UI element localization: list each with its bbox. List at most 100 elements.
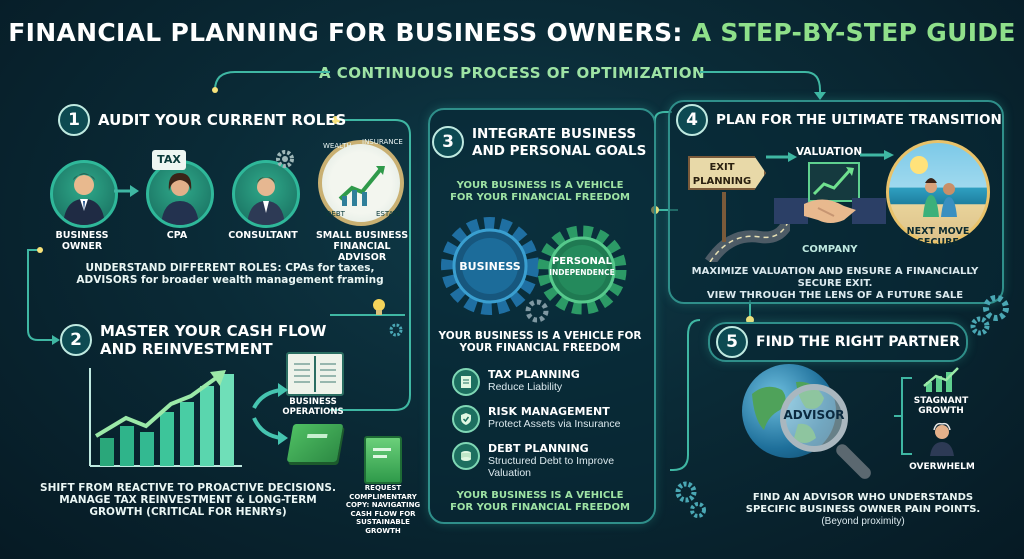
- debt-planning-desc: Structured Debt to Improve Valuation: [488, 455, 615, 479]
- tax-badge-label: TAX: [157, 153, 181, 166]
- advisor-label: ADVISOR: [783, 408, 845, 422]
- business-operations-label: BUSINESS OPERATIONS: [282, 397, 344, 417]
- step3-item-risk-management: RISK MANAGEMENT Protect Assets via Insur…: [452, 405, 620, 433]
- handshake-icon: [774, 198, 886, 224]
- personal-independence-gear-icon: [537, 225, 627, 315]
- debt-planning-title: DEBT PLANNING: [488, 442, 589, 455]
- step5-header: 5 FIND THE RIGHT PARTNER: [716, 326, 960, 358]
- step5-panel: [708, 322, 968, 362]
- compass-ring-wealth: WEALTH: [323, 142, 352, 150]
- page-title: FINANCIAL PLANNING FOR BUSINESS OWNERS: …: [0, 18, 1024, 47]
- title-main: FINANCIAL PLANNING FOR BUSINESS OWNERS:: [8, 18, 683, 47]
- arrow-right-icon: [860, 150, 894, 160]
- gears-small-decor-icon: [675, 481, 706, 518]
- beach-couple-icon: [886, 140, 990, 244]
- stagnant-growth-label: STAGNANT GROWTH: [906, 396, 976, 416]
- title-accent: A STEP-BY-STEP GUIDE: [691, 18, 1016, 47]
- tax-badge: TAX: [152, 150, 186, 170]
- step1-header: 1 AUDIT YOUR CURRENT ROLES: [58, 104, 346, 136]
- step3-vehicle-mid-line2: YOUR FINANCIAL FREEDOM: [459, 342, 621, 354]
- cycle-arrows-icon: [252, 383, 288, 445]
- step4-desc-line2: VIEW THROUGH THE LENS OF A FUTURE SALE: [706, 290, 964, 301]
- role-label-advisor: SMALL BUSINESS FINANCIAL ADVISOR: [315, 230, 409, 263]
- step3-item-debt-planning: DEBT PLANNING Structured Debt to Improve…: [452, 442, 638, 479]
- gear-small-grey-icon: [525, 299, 549, 323]
- consultant-icon: [232, 160, 300, 228]
- step2-desc-line2: MANAGE TAX REINVESTMENT & LONG-TERM: [59, 494, 317, 506]
- step1-title: AUDIT YOUR CURRENT ROLES: [98, 111, 347, 129]
- step5-number: 5: [716, 326, 748, 358]
- exit-planning-sign: EXIT PLANNING: [688, 156, 766, 190]
- business-gear-icon: [441, 217, 539, 315]
- growth-chart-icon: [89, 368, 242, 467]
- gears-decor-icon: [970, 295, 1009, 336]
- request-copy-label[interactable]: REQUEST COMPLIMENTARY COPY: NAVIGATING C…: [345, 484, 421, 535]
- shield-icon: [452, 405, 480, 433]
- step4-number: 4: [676, 104, 708, 136]
- step3-vehicle-bottom-line1: YOUR BUSINESS IS A VEHICLE: [456, 490, 624, 501]
- tax-planning-title: TAX PLANNING: [488, 368, 580, 381]
- request-copy-booklet-icon: [364, 436, 402, 484]
- gear-business-label: BUSINESS: [459, 260, 521, 273]
- gear-icon: [276, 150, 294, 168]
- green-book-icon: [286, 424, 344, 462]
- valuation-label: VALUATION: [796, 146, 863, 158]
- step2-title-line1: MASTER YOUR CASH FLOW: [100, 322, 327, 340]
- tax-planning-desc: Reduce Liability: [488, 381, 563, 393]
- exit-sign-line1: EXIT: [709, 162, 735, 173]
- compass-icon: [318, 140, 404, 226]
- step3-header: 3 INTEGRATE BUSINESS AND PERSONAL GOALS: [432, 126, 646, 160]
- step3-vehicle-mid: YOUR BUSINESS IS A VEHICLE FOR YOUR FINA…: [430, 330, 650, 354]
- page-subtitle: A CONTINUOUS PROCESS OF OPTIMIZATION: [318, 64, 706, 82]
- step1-description: UNDERSTAND DIFFERENT ROLES: CPAs for tax…: [60, 262, 400, 286]
- step2-desc-line1: SHIFT FROM REACTIVE TO PROACTIVE DECISIO…: [40, 482, 336, 494]
- step4-description: MAXIMIZE VALUATION AND ENSURE A FINANCIA…: [670, 266, 1000, 302]
- stagnant-line1: STAGNANT: [913, 396, 969, 406]
- step3-vehicle-bottom: YOUR BUSINESS IS A VEHICLE FOR YOUR FINA…: [430, 490, 650, 514]
- tax-document-icon: [452, 368, 480, 396]
- step2-desc-line3: GROWTH (CRITICAL FOR HENRYs): [89, 506, 287, 518]
- arrow-right-icon: [766, 152, 797, 162]
- gear-personal-label: PERSONAL INDEPENDENCE: [534, 256, 630, 278]
- step3-title-line1: INTEGRATE BUSINESS: [472, 126, 637, 142]
- overwhelm-label: OVERWHELM: [909, 462, 975, 472]
- step1-desc-line1: UNDERSTAND DIFFERENT ROLES: CPAs for tax…: [85, 262, 375, 274]
- step4-header: 4 PLAN FOR THE ULTIMATE TRANSITION: [676, 104, 1002, 136]
- business-owner-icon: [50, 160, 118, 228]
- step1-desc-line2: ADVISORS for broader wealth management f…: [76, 274, 384, 286]
- step1-number: 1: [58, 104, 90, 136]
- arrow-right-icon: [114, 185, 139, 197]
- step5-title: FIND THE RIGHT PARTNER: [756, 334, 960, 350]
- risk-management-desc: Protect Assets via Insurance: [488, 418, 621, 430]
- compass-ring-insurance: INSURANCE: [362, 138, 403, 146]
- stagnant-growth-icon: [923, 367, 959, 392]
- step3-item-tax-planning: TAX PLANNING Reduce Liability: [452, 368, 580, 396]
- magnifier-icon: [780, 384, 848, 452]
- pain-points-bracket: [894, 377, 912, 455]
- step2-number: 2: [60, 324, 92, 356]
- role-label-consultant: CONSULTANT: [228, 230, 298, 241]
- compass-ring-debt: DEBT: [326, 210, 345, 218]
- risk-management-title: RISK MANAGEMENT: [488, 405, 610, 418]
- stagnant-line2: GROWTH: [918, 406, 964, 416]
- gear-small-icon: [389, 323, 403, 337]
- step3-vehicle-mid-line1: YOUR BUSINESS IS A VEHICLE FOR: [438, 330, 642, 342]
- step5-desc-line3: (Beyond proximity): [821, 516, 905, 527]
- compass-ring-estate: ESTATE: [376, 210, 402, 218]
- step2-description: SHIFT FROM REACTIVE TO PROACTIVE DECISIO…: [28, 482, 348, 518]
- cpa-icon: [146, 160, 214, 228]
- step5-description: FIND AN ADVISOR WHO UNDERSTANDS SPECIFIC…: [718, 492, 1008, 528]
- gear-personal-line1: PERSONAL: [551, 256, 613, 267]
- step4-desc-line1: MAXIMIZE VALUATION AND ENSURE A FINANCIA…: [691, 266, 979, 289]
- step5-desc-line1: FIND AN ADVISOR WHO UNDERSTANDS: [752, 492, 974, 503]
- role-label-cpa: CPA: [166, 230, 188, 241]
- exit-sign-line2: PLANNING: [692, 176, 752, 187]
- gear-personal-line2: INDEPENDENCE: [549, 268, 615, 277]
- next-move-line1: NEXT MOVE: [906, 226, 970, 237]
- coins-icon: [452, 442, 480, 470]
- valuation-chart-icon: [808, 162, 860, 202]
- step3-vehicle-top-line1: YOUR BUSINESS IS A VEHICLE: [456, 180, 624, 191]
- step2-title-line2: AND REINVESTMENT: [100, 340, 273, 358]
- step5-desc-line2: SPECIFIC BUSINESS OWNER PAIN POINTS.: [745, 504, 981, 515]
